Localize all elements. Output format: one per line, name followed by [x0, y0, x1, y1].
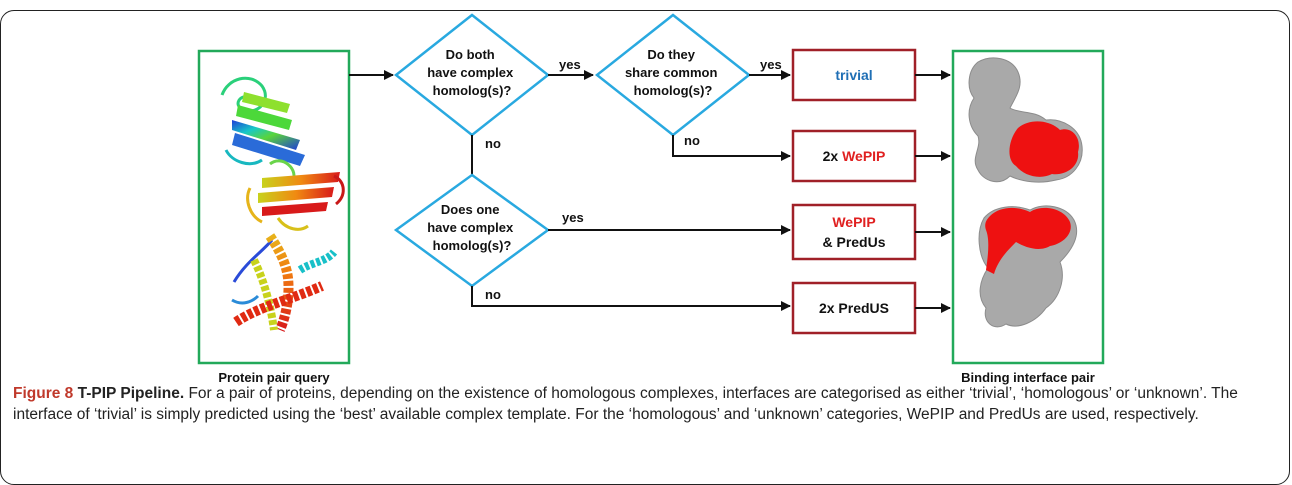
decision-1-no-label: no: [485, 136, 501, 151]
protein-structure-3-image: [231, 233, 338, 332]
figure-caption: Figure 8 T-PIP Pipeline. For a pair of p…: [13, 384, 1263, 425]
interface-panel: [951, 49, 1105, 365]
decision-1-line-2: have complex: [427, 65, 514, 80]
protein-structure-2-image: [246, 172, 345, 231]
outcome-2x-predus-box: [791, 281, 917, 335]
interface-surface-2-image: [978, 205, 1078, 328]
outcome-wepip-predus-line-2: & PredUs: [822, 234, 885, 250]
outcome-2x-wepip-name: WePIP: [842, 148, 885, 164]
decision-1-line-3: homolog(s)?: [433, 83, 512, 98]
decision-2-text: Do they share common homolog(s)?: [625, 47, 721, 98]
interface-surface-1-image: [968, 57, 1083, 183]
decision-2-line-2: share common: [625, 65, 718, 80]
figure-title: T-PIP Pipeline.: [77, 385, 185, 402]
decision-3-no-label: no: [485, 287, 501, 302]
decision-1-text: Do both have complex homolog(s)?: [427, 47, 517, 98]
decision-3-line-2: have complex: [427, 220, 514, 235]
outcome-2x-wepip-text: 2x WePIP: [823, 148, 886, 164]
arrow-decision-2-no: [672, 135, 791, 161]
decision-3-yes-label: yes: [562, 210, 584, 225]
decision-2-line-1: Do they: [647, 47, 695, 62]
decision-2-no-label: no: [684, 133, 700, 148]
decision-2-line-3: homolog(s)?: [634, 83, 713, 98]
protein-structure-1-image: [220, 76, 305, 183]
interface-panel-label: Binding interface pair: [961, 370, 1095, 385]
outcome-2x-wepip-prefix: 2x: [823, 148, 842, 164]
query-panel: [197, 49, 351, 365]
decision-3-text: Does one have complex homolog(s)?: [427, 202, 517, 253]
outcome-2x-predus-text: 2x PredUS: [819, 300, 889, 316]
decision-3-line-3: homolog(s)?: [433, 238, 512, 253]
decision-2-yes-label: yes: [760, 57, 782, 72]
arrow-decision-3-no: [471, 286, 791, 311]
query-panel-label: Protein pair query: [218, 370, 330, 385]
figure-number: Figure 8: [13, 385, 74, 402]
figure-caption-text: For a pair of proteins, depending on the…: [13, 385, 1238, 423]
outcome-2x-wepip-box: [791, 129, 917, 183]
decision-1-line-1: Do both: [446, 47, 495, 62]
outcome-trivial-text: trivial: [835, 67, 872, 83]
decision-3-line-1: Does one: [441, 202, 500, 217]
outcome-wepip-predus-line-1: WePIP: [832, 214, 875, 230]
decision-1-yes-label: yes: [559, 57, 581, 72]
outcome-wepip-predus-box: [791, 203, 917, 261]
